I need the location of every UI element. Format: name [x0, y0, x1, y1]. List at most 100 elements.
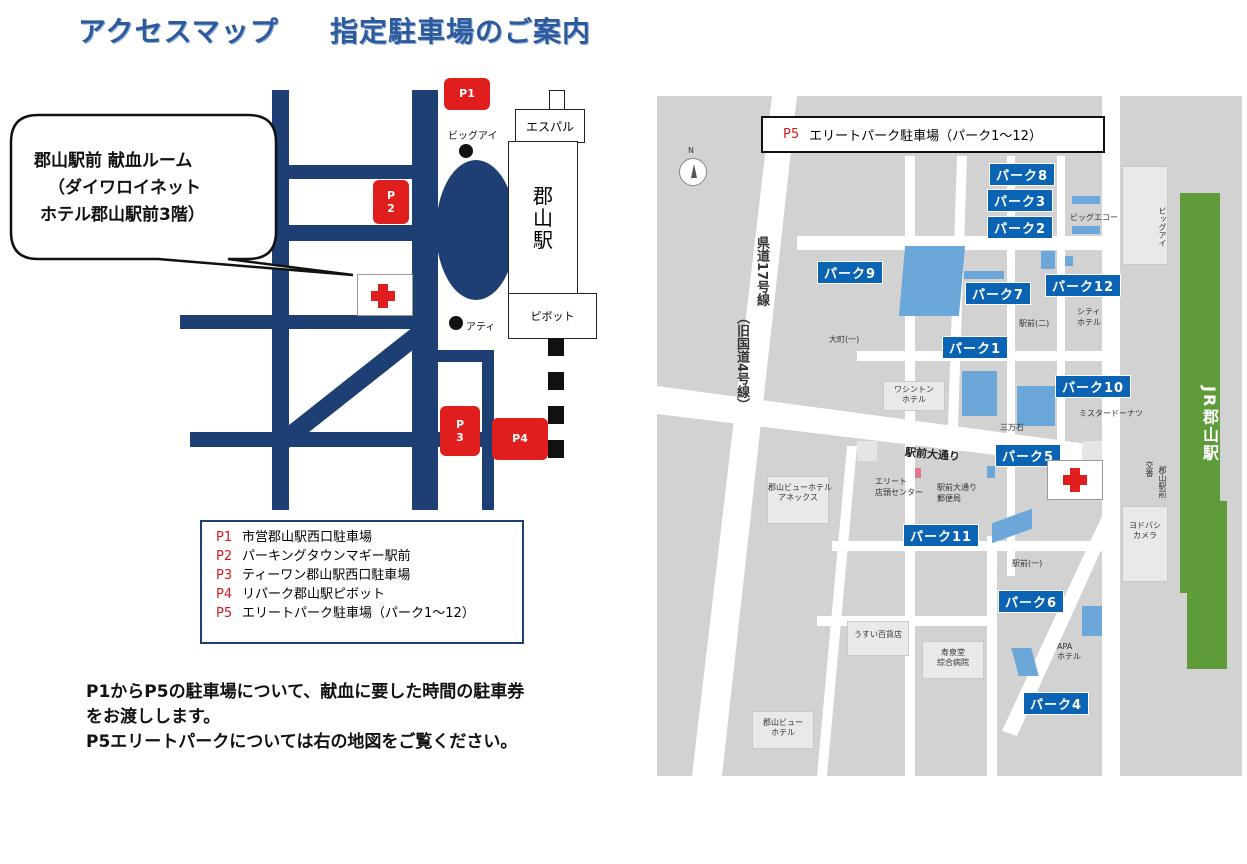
big-eye-building: ビッグアイ	[1122, 166, 1168, 265]
park10-label: パーク10	[1055, 375, 1132, 398]
legend-name: エリートパーク駐車場（パーク1～12）	[242, 606, 475, 621]
ati-marker	[449, 316, 463, 330]
koban-label: 交番	[1145, 461, 1154, 477]
north-compass-icon	[679, 158, 707, 186]
washington-hotel: ワシントン ホテル	[883, 381, 945, 411]
park9-label: パーク9	[817, 261, 884, 284]
ekimae2-label: 駅前(二)	[1019, 319, 1050, 328]
legend-row-p5: P5 エリートパーク駐車場（パーク1～12）	[216, 604, 522, 623]
esupal-label: エスパル	[525, 119, 574, 134]
usui-department-store: うすい百貨店	[847, 621, 909, 656]
omachi-label: 大町(一)	[829, 335, 860, 344]
legend-name: パーキングタウンマギー駅前	[242, 549, 411, 564]
park11-label: パーク11	[903, 524, 980, 547]
red-cross-icon	[371, 284, 395, 308]
red-cross-icon	[1063, 468, 1087, 492]
legend-row-p3: P3 ティーワン郡山駅西口駐車場	[216, 566, 522, 585]
park5-label: パーク5	[995, 444, 1062, 467]
koriyama-station-building: 郡 山 駅	[508, 141, 578, 295]
parking-ticket-note: P1からP5の駐車場について、献血に要した時間の駐車券 をお渡しします。 P5エ…	[86, 680, 524, 755]
callout-bubble	[9, 113, 354, 277]
callout-text: 郡山駅前 献血ルーム （ダイワロイネット ホテル郡山駅前3階）	[18, 148, 268, 229]
lot-park9	[898, 246, 966, 316]
access-map-title: アクセスマップ	[78, 15, 279, 48]
park12-label: パーク12	[1045, 274, 1122, 297]
road-horizontal-lower	[180, 315, 438, 329]
callout-line2: （ダイワロイネット	[48, 178, 201, 198]
lot-park6	[1082, 606, 1102, 636]
parking-guide-title: 指定駐車場のご案内	[330, 15, 592, 48]
lot-park3	[1072, 226, 1100, 234]
legend-code: P4	[216, 587, 233, 602]
lot-park5	[987, 466, 995, 478]
old-route4-label: （旧国道4号線）	[734, 311, 749, 412]
post-office-label: 駅前大通り 郵便局	[937, 483, 977, 503]
park6-label: パーク6	[998, 590, 1065, 613]
esupal-building: エスパル	[515, 109, 585, 143]
yodobashi-camera: ヨドバシ カメラ	[1122, 506, 1168, 582]
map-blood-donation-marker	[1047, 460, 1103, 500]
jr-station-label: JR郡山駅	[1200, 386, 1219, 463]
station-rotary	[436, 160, 516, 300]
elite-center-marker	[915, 468, 921, 478]
parking-p3-marker: P 3	[440, 406, 480, 456]
park3-label: パーク3	[987, 189, 1054, 212]
elite-park-map: P5 エリートパーク駐車場（パーク1～12） N ワシントン ホテル 郡山ビュー…	[657, 96, 1242, 776]
legend-row-p1: P1 市営郡山駅西口駐車場	[216, 528, 522, 547]
legend-code: P2	[216, 549, 233, 564]
lot-park2	[1041, 251, 1055, 269]
mister-donut-label: ミスタードーナツ	[1079, 409, 1143, 418]
legend-row-p2: P2 パーキングタウンマギー駅前	[216, 547, 522, 566]
legend-code: P5	[216, 606, 233, 621]
road-horizontal-bottom	[190, 432, 494, 447]
legend-name: リパーク郡山駅ピボット	[242, 587, 386, 602]
note-line3: P5エリートパークについては右の地図をご覧ください。	[86, 732, 518, 752]
park8-label: パーク8	[989, 163, 1056, 186]
big-eye-label: ビッグアイ	[448, 131, 498, 142]
p5-code: P5	[783, 127, 800, 142]
lot-park10	[1017, 386, 1055, 426]
street-network	[657, 96, 1227, 776]
pivot-building: ピボット	[508, 293, 597, 339]
blood-donation-room-marker	[357, 274, 413, 316]
sanmanseki-label: 三万石	[1000, 423, 1024, 432]
lot-park1	[962, 371, 997, 416]
railway-track	[548, 338, 564, 462]
road-horizontal-east	[430, 350, 494, 362]
park7-label: パーク7	[965, 282, 1032, 305]
parking-legend: P1 市営郡山駅西口駐車場 P2 パーキングタウンマギー駅前 P3 ティーワン郡山駅西…	[200, 520, 524, 644]
p5-header-box: P5 エリートパーク駐車場（パーク1～12）	[761, 116, 1105, 153]
lot-park7	[964, 271, 1004, 279]
big-eco-label: ビッグエコー	[1070, 213, 1118, 222]
north-label: N	[688, 146, 694, 155]
lot-park8	[1072, 196, 1100, 204]
jusendo-hospital: 寿泉堂 綜合病院	[922, 641, 984, 679]
parking-p2-marker: P 2	[373, 180, 409, 224]
note-line1: P1からP5の駐車場について、献血に要した時間の駐車券	[86, 682, 525, 702]
station-label: 郡 山 駅	[533, 184, 553, 252]
callout-line1: 郡山駅前 献血ルーム	[34, 151, 193, 171]
apa-hotel-label: APA ホテル	[1057, 642, 1081, 661]
legend-code: P1	[216, 530, 233, 545]
callout-line3: ホテル郡山駅前3階）	[40, 205, 205, 225]
route17-label: 県道17号線	[754, 236, 769, 307]
p5-name: エリートパーク駐車場（パーク1～12）	[809, 129, 1042, 144]
city-hotel-label: シティ ホテル	[1077, 307, 1101, 327]
elite-center-label: エリート 店頭センター	[875, 477, 923, 497]
legend-code: P3	[216, 568, 233, 583]
legend-row-p4: P4 リパーク郡山駅ピボット	[216, 585, 522, 604]
parking-p4-marker: P4	[492, 418, 548, 460]
lot-park12	[1065, 256, 1073, 266]
view-hotel: 郡山ビュー ホテル	[752, 711, 814, 749]
legend-name: 市営郡山駅西口駐車場	[242, 530, 373, 545]
station-front-label: 郡山駅前	[1158, 466, 1167, 498]
view-hotel-annex: 郡山ビューホテル アネックス	[767, 476, 832, 524]
legend-name: ティーワン郡山駅西口駐車場	[242, 568, 411, 583]
note-line2: をお渡しします。	[86, 707, 221, 727]
ekimae1-label: 駅前(一)	[1012, 559, 1043, 568]
pivot-label: ピボット	[530, 310, 575, 323]
park4-label: パーク4	[1023, 692, 1090, 715]
parking-p1-marker: P1	[444, 78, 490, 110]
park1-label: パーク1	[942, 336, 1009, 359]
ati-label: アティ	[466, 322, 496, 333]
